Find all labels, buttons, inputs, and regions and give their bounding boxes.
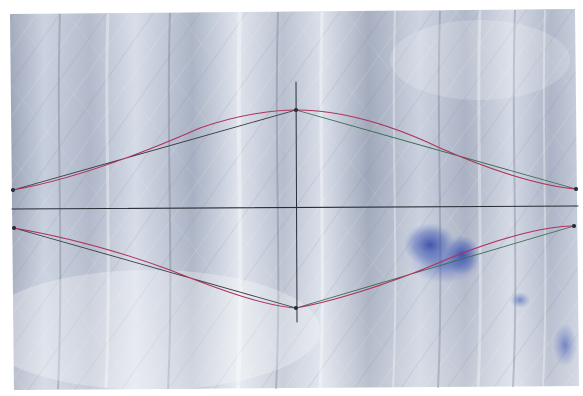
- left-upper-dot-icon: [11, 188, 15, 192]
- lower-right-red-curve: [295, 225, 575, 309]
- upper-left-red-curve: [12, 109, 297, 191]
- bottom-vertex-dot-icon: [294, 306, 298, 310]
- upper-right-straight-line: [295, 109, 577, 190]
- right-lower-dot-icon: [572, 224, 576, 228]
- vertical-axis-line: [295, 81, 298, 323]
- left-lower-dot-icon: [12, 226, 16, 230]
- upper-right-red-curve: [295, 109, 577, 190]
- top-vertex-dot-icon: [294, 108, 298, 112]
- foil-sheet: [0, 9, 579, 390]
- lower-left-straight-line: [13, 227, 297, 309]
- right-upper-dot-icon: [574, 187, 578, 191]
- lower-right-straight-line: [295, 225, 575, 309]
- blue-stains: [404, 223, 577, 367]
- upper-left-straight-line: [12, 109, 297, 191]
- drawn-lines: [11, 81, 579, 323]
- lower-left-red-curve: [13, 227, 297, 309]
- horizontal-axis-line: [11, 205, 579, 210]
- markers: [11, 108, 578, 310]
